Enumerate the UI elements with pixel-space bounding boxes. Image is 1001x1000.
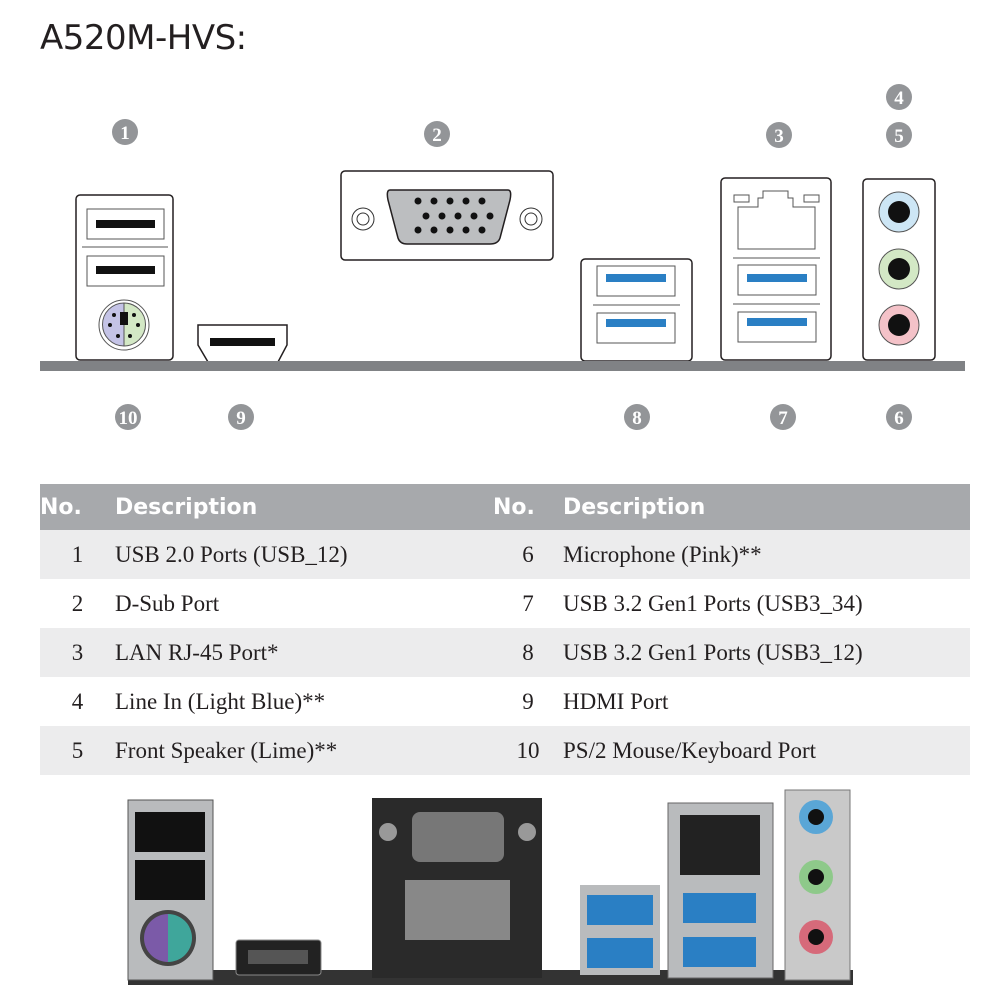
cell-no: 4 [71,688,84,714]
callout-2: 2 [424,121,450,147]
callout-8: 8 [624,404,650,430]
svg-text:1: 1 [120,123,130,144]
callout-10: 10 [115,404,141,430]
svg-text:2: 2 [432,125,442,146]
svg-text:6: 6 [894,408,904,429]
svg-text:8: 8 [632,408,642,429]
cell-no: 1 [40,530,115,579]
svg-text:7: 7 [778,408,788,429]
cell-description: Line In (Light Blue)** [115,688,326,714]
cell-no: 5 [40,726,115,775]
header-no: No. [493,484,563,530]
table-row: 1 USB 2.0 Ports (USB_12) 6 Microphone (P… [40,530,970,579]
cell-no: 9 [522,688,534,714]
dsub-port-diagram [340,170,554,261]
table-row: 3 LAN RJ-45 Port* 8 USB 3.2 Gen1 Ports (… [40,628,970,677]
cell-no: 10 [493,726,563,775]
header-description: Description [563,484,970,530]
callout-7: 7 [770,404,796,430]
cell-description: Microphone (Pink)** [563,530,970,579]
table-row: 4 Line In (Light Blue)** 9 HDMI Port [40,677,970,726]
cell-no: 8 [493,628,563,677]
cell-description: USB 3.2 Gen1 Ports (USB3_34) [563,590,863,616]
page-title: A520M-HVS: [40,18,247,58]
cell-description: LAN RJ-45 Port* [115,628,493,677]
lan-usb3-34-port-diagram [720,177,832,361]
cell-no: 2 [71,590,84,616]
usb3-12-port-diagram [580,258,693,362]
cell-description: D-Sub Port [115,590,220,616]
cell-description: USB 2.0 Ports (USB_12) [115,530,493,579]
callout-9: 9 [228,404,254,430]
callout-6: 6 [886,404,912,430]
svg-text:10: 10 [119,408,138,429]
usb2-ps2-port-diagram [75,194,174,361]
cell-no: 7 [522,590,534,616]
header-no: No. [40,484,115,530]
table-row: 5 Front Speaker (Lime)** 10 PS/2 Mouse/K… [40,726,970,775]
svg-text:4: 4 [894,88,904,109]
port-description-table: No. Description No. Description 1 USB 2.… [40,484,970,775]
table-row: 2 D-Sub Port 7 USB 3.2 Gen1 Ports (USB3_… [40,579,970,628]
svg-text:5: 5 [894,126,904,147]
cell-no: 6 [493,530,563,579]
io-shield-baseline [40,361,965,371]
svg-text:3: 3 [774,126,784,147]
rear-io-photo [127,789,853,985]
cell-description: USB 3.2 Gen1 Ports (USB3_12) [563,628,970,677]
cell-description: HDMI Port [563,688,669,714]
table-header-row: No. Description No. Description [40,484,970,530]
callout-1: 1 [112,119,138,145]
svg-text:9: 9 [236,408,246,429]
cell-description: PS/2 Mouse/Keyboard Port [563,726,970,775]
callout-4: 4 [886,84,912,110]
callout-3: 3 [766,122,792,148]
cell-description: Front Speaker (Lime)** [115,726,493,775]
cell-no: 3 [40,628,115,677]
audio-jacks-diagram [862,178,936,361]
header-description: Description [115,484,493,530]
callout-5: 5 [886,122,912,148]
